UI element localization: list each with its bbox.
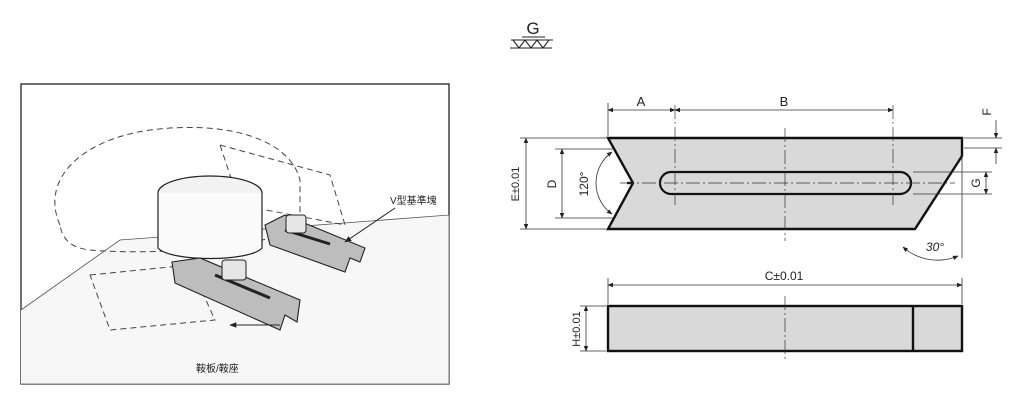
usage-illustration: V型基準塊 鞍板/鞍座 (20, 83, 450, 385)
label-v-block: V型基準塊 (390, 194, 437, 207)
dim-f-label: F (980, 108, 994, 115)
angle-end-arc (902, 246, 959, 261)
dim-e-label: E±0.01 (510, 167, 522, 202)
side-view: C±0.01 H±0.01 (571, 269, 964, 360)
angle-end-label: 30° (926, 240, 944, 254)
bolt-upper-icon (285, 214, 307, 234)
cylinder-body (157, 193, 263, 260)
angle-v-label: 120° (577, 171, 591, 196)
dim-h-label: H±0.01 (571, 311, 583, 346)
v-block-leader (344, 207, 396, 243)
angle-v-arc (595, 151, 613, 215)
dim-g-label: G (969, 178, 983, 187)
dim-a-label: A (637, 94, 646, 109)
top-view: A B E±0.01 D 120° F G 30° (510, 94, 1002, 261)
label-saddle: 鞍板/鞍座 (196, 362, 239, 375)
dim-b-label: B (780, 94, 789, 109)
surface-triangles-icon (511, 39, 553, 49)
saddle-base-outline (89, 264, 216, 331)
v-block-lower (171, 257, 301, 331)
surface-finish-symbol: G (510, 19, 553, 49)
dim-d-label: D (545, 179, 559, 188)
surface-letter: G (526, 19, 539, 38)
saddle-outline (54, 127, 301, 253)
dim-c-label: C±0.01 (765, 269, 804, 283)
bolt-lower-icon (221, 259, 247, 281)
